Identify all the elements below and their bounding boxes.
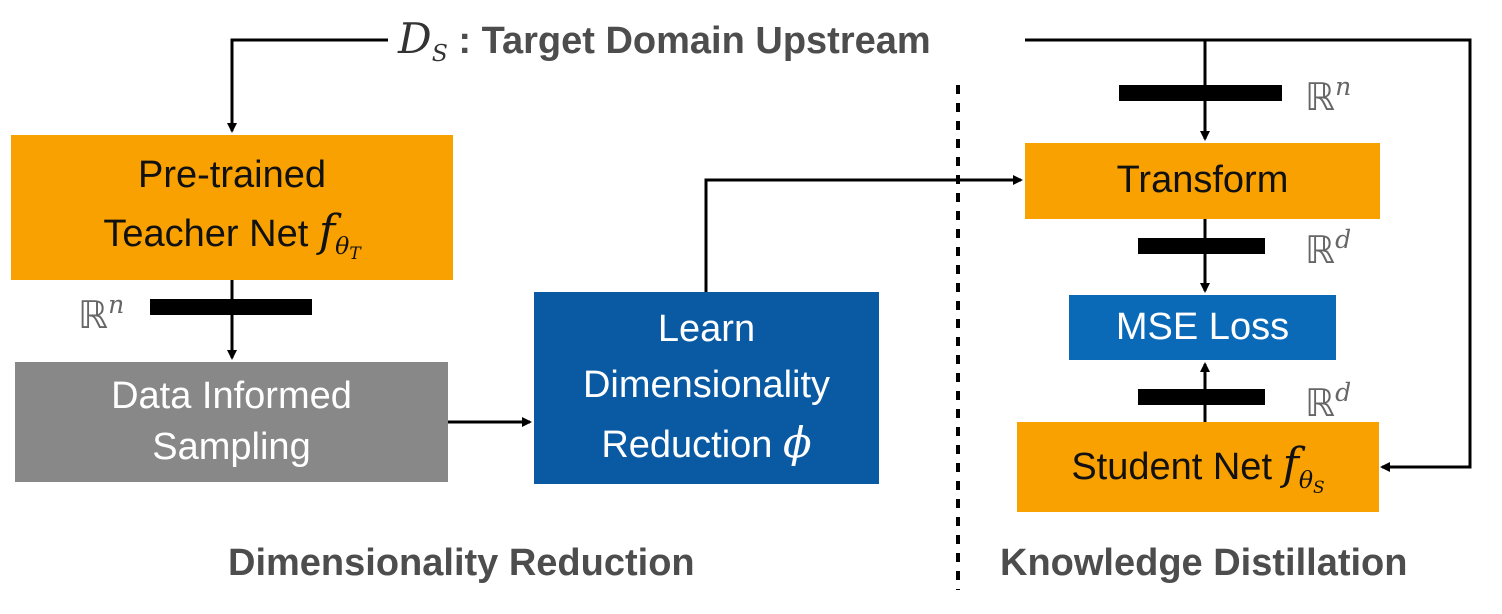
learn-reduction-box: Learn Dimensionality Reduction ϕ — [534, 292, 879, 484]
space-teacher-out: ℝn — [78, 290, 124, 337]
space-upstream-exp: n — [1335, 72, 1352, 101]
teacher-param-sub: T — [349, 242, 361, 263]
upstream-label: DS : Target Domain Upstream — [398, 14, 931, 67]
upstream-text: : Target Domain Upstream — [458, 20, 931, 62]
space-student-base: ℝ — [1305, 381, 1336, 426]
section-label-left: Dimensionality Reduction — [228, 542, 695, 584]
learn-symbol: ϕ — [783, 417, 812, 467]
student-param-sub: S — [1313, 476, 1325, 497]
learn-line1: Learn — [657, 308, 756, 351]
space-student-exp: d — [1335, 378, 1352, 407]
student-param: θ — [1298, 465, 1314, 494]
sampling-line2: Sampling — [152, 426, 311, 468]
space-bar-upstream — [1119, 85, 1282, 101]
student-param-wrap: θS — [1298, 465, 1325, 497]
student-row: Student Net fθS — [1071, 435, 1324, 498]
space-teacher-exp: n — [108, 290, 125, 319]
mse-label: MSE Loss — [1115, 305, 1290, 348]
teacher-param-wrap: θT — [335, 231, 361, 263]
teacher-line2-row: Teacher Net fθT — [103, 202, 360, 265]
edge-upstream-right — [1025, 38, 1472, 472]
teacher-param: θ — [335, 231, 350, 260]
space-teacher-base: ℝ — [78, 293, 109, 338]
space-upstream-in: ℝn — [1305, 72, 1351, 119]
space-student-out: ℝd — [1305, 378, 1351, 425]
student-label: Student Net — [1071, 446, 1272, 489]
space-bar-transform — [1138, 238, 1265, 254]
space-transform-exp: d — [1335, 225, 1352, 254]
sampling-box: Data Informed Sampling — [15, 362, 448, 482]
section-label-right: Knowledge Distillation — [1000, 542, 1408, 584]
space-bar-teacher — [150, 299, 312, 315]
space-transform-out: ℝd — [1305, 225, 1351, 272]
transform-label: Transform — [1116, 159, 1289, 202]
sampling-line1: Data Informed — [111, 374, 352, 417]
teacher-func: f — [318, 205, 336, 257]
teacher-net-box: Pre-trained Teacher Net fθT — [11, 135, 453, 280]
space-transform-base: ℝ — [1305, 228, 1336, 273]
teacher-line1: Pre-trained — [138, 154, 326, 197]
space-bar-student — [1138, 389, 1265, 405]
teacher-line2: Teacher Net — [103, 212, 309, 255]
learn-line2: Dimensionality — [582, 363, 831, 406]
edge-learn-to-transform — [704, 175, 1023, 292]
space-upstream-base: ℝ — [1305, 75, 1336, 120]
transform-box: Transform — [1025, 143, 1380, 219]
student-net-box: Student Net fθS — [1017, 422, 1379, 512]
upstream-symbol-sub: S — [431, 39, 448, 68]
learn-line3: Reduction — [601, 423, 773, 466]
learn-line3-row: Reduction ϕ — [601, 413, 811, 474]
edge-upstream-to-teacher — [227, 38, 388, 133]
student-func: f — [1282, 439, 1299, 491]
mse-loss-box: MSE Loss — [1069, 295, 1336, 360]
upstream-symbol: D — [398, 14, 432, 63]
